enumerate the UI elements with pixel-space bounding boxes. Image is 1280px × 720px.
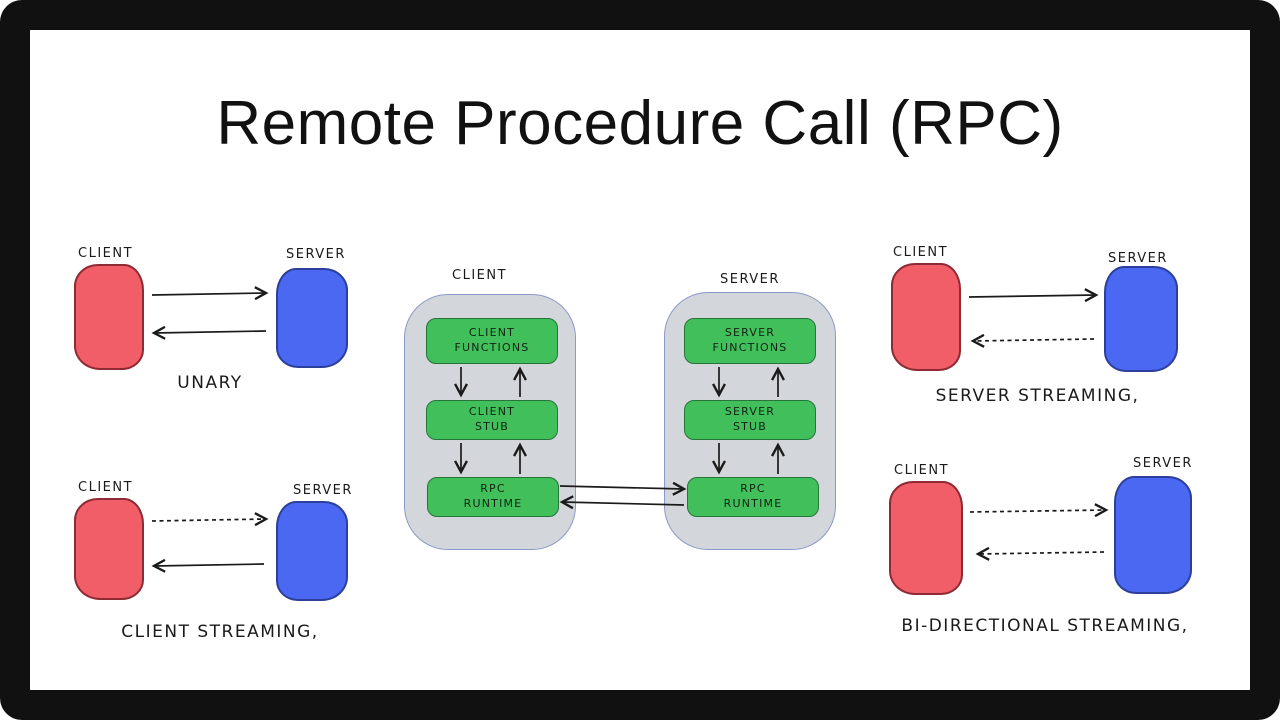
module-server-stub-line1: SERVER: [724, 405, 776, 419]
bidirectional-server-node: [1114, 476, 1192, 594]
server-streaming-server-label: SERVER: [1108, 251, 1168, 266]
rpc-server-label: SERVER: [720, 272, 780, 287]
client-streaming-request-arrow: [151, 512, 269, 527]
bidirectional-caption: BI-DIRECTIONAL STREAMING,: [901, 616, 1189, 636]
page-title: Remote Procedure Call (RPC): [216, 89, 1064, 158]
unary-response-arrow: [151, 325, 267, 340]
module-server-functions: SERVER FUNCTIONS: [684, 318, 816, 364]
unary-caption: UNARY: [177, 373, 243, 393]
module-client-runtime-line1: RPC: [480, 482, 506, 496]
unary-server-node: [276, 268, 348, 368]
unary-client-label: CLIENT: [78, 246, 134, 261]
server-streaming-server-node: [1104, 266, 1178, 372]
module-client-runtime-line2: RUNTIME: [463, 497, 523, 510]
client-streaming-caption: CLIENT STREAMING,: [121, 622, 319, 642]
unary-client-node: [74, 264, 144, 370]
module-client-stub-line2: STUB: [474, 420, 510, 433]
unary-server-label: SERVER: [286, 247, 346, 262]
server-streaming-client-label: CLIENT: [893, 245, 949, 260]
module-server-functions-line1: SERVER: [724, 326, 776, 340]
server-streaming-response-arrow: [970, 333, 1095, 348]
module-client-functions-line1: CLIENT: [468, 326, 516, 340]
client-streaming-client-label: CLIENT: [78, 480, 134, 495]
client-streaming-server-node: [276, 501, 348, 601]
server-streaming-request-arrow: [968, 288, 1099, 303]
module-client-stub-line1: CLIENT: [468, 405, 516, 419]
module-server-runtime-line2: RUNTIME: [723, 497, 783, 510]
module-server-stub: SERVER STUB: [684, 400, 816, 440]
client-streaming-server-label: SERVER: [293, 483, 353, 498]
client-streaming-client-node: [74, 498, 144, 600]
module-client-functions-line2: FUNCTIONS: [454, 341, 530, 354]
rpc-client-label: CLIENT: [452, 268, 508, 283]
client-streaming-response-arrow: [151, 558, 265, 573]
module-server-stub-line2: STUB: [732, 420, 768, 433]
bidirectional-client-node: [889, 481, 963, 595]
bidirectional-request-arrow: [969, 503, 1109, 518]
bidirectional-response-arrow: [975, 546, 1105, 561]
module-client-runtime: RPC RUNTIME: [427, 477, 559, 517]
server-streaming-caption: SERVER STREAMING,: [935, 386, 1140, 406]
module-server-functions-line2: FUNCTIONS: [712, 341, 788, 354]
bidirectional-client-label: CLIENT: [894, 463, 950, 478]
bidirectional-server-label: SERVER: [1133, 456, 1193, 471]
server-streaming-client-node: [891, 263, 961, 371]
unary-request-arrow: [151, 286, 269, 301]
module-server-runtime-line1: RPC: [740, 482, 766, 496]
module-server-runtime: RPC RUNTIME: [687, 477, 819, 517]
module-client-functions: CLIENT FUNCTIONS: [426, 318, 558, 364]
module-client-stub: CLIENT STUB: [426, 400, 558, 440]
